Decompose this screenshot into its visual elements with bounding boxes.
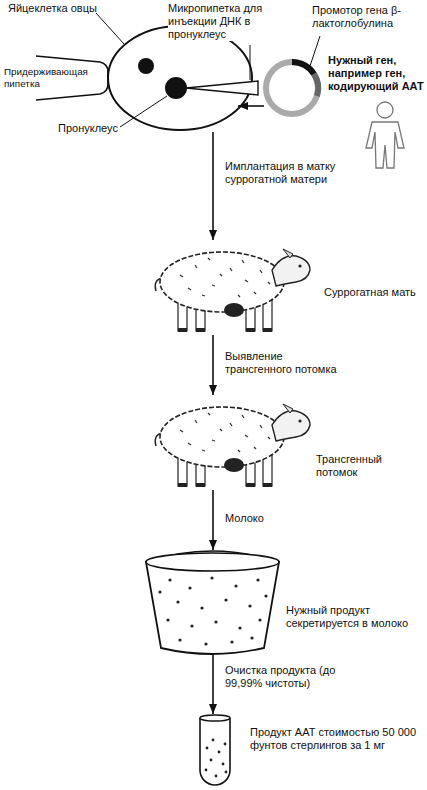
flow-arrow — [238, 105, 264, 107]
stage-label: Суррогатная мать — [324, 286, 422, 299]
stage-label: Трансгенный потомок — [316, 453, 422, 479]
holding-pipette — [36, 56, 108, 100]
sheep-node: Суррогатная мать — [150, 240, 422, 335]
plasmid-node: Промотор гена β-лактоглобулинаНужный ген… — [264, 60, 320, 116]
micropipette — [186, 81, 258, 95]
stage-label: Нужный ген, например ген, кодирующий ААТ — [328, 54, 424, 93]
plasmid — [266, 62, 318, 114]
egg-cell-node: Яйцеклетка овцы — [108, 26, 238, 132]
step-label: Очистка продукта (до 99,99% чистоты) — [225, 664, 343, 690]
surrogate-sheep — [155, 249, 310, 332]
part-label: Пронуклеус — [58, 122, 130, 135]
flow-arrow — [212, 655, 214, 714]
flow-arrow — [212, 335, 214, 395]
stage-label: Продукт ААТ стоимостью 50 000 фунтов сте… — [250, 726, 420, 752]
human-figure — [366, 102, 404, 168]
part-label: Микропипетка для инъекции ДНК в пронукле… — [168, 2, 278, 41]
step-label: Выявление трансгенного потомка — [225, 350, 343, 376]
sheep-node: Трансгенный потомок — [150, 395, 422, 490]
stage-label: Нужный продукт секретируется в молоко — [286, 604, 418, 630]
tube-node: Продукт ААТ стоимостью 50 000 фунтов сте… — [190, 714, 424, 788]
part-label: Придерживающая пипетка — [4, 66, 94, 89]
stage-label: Промотор гена β-лактоглобулина — [312, 4, 424, 30]
step-label: Имплантация в матку суррогатной матери — [225, 160, 347, 186]
flow-arrow — [212, 132, 214, 240]
test-tube — [200, 715, 230, 785]
milk-bucket — [146, 551, 279, 654]
bucket-node: Нужный продукт секретируется в молоко — [140, 550, 422, 655]
transgenic-sheep — [155, 404, 310, 487]
flow-arrow — [212, 490, 214, 550]
step-label: Молоко — [225, 512, 305, 525]
stage-label: Яйцеклетка овцы — [8, 2, 108, 15]
egg-cell — [108, 26, 252, 130]
